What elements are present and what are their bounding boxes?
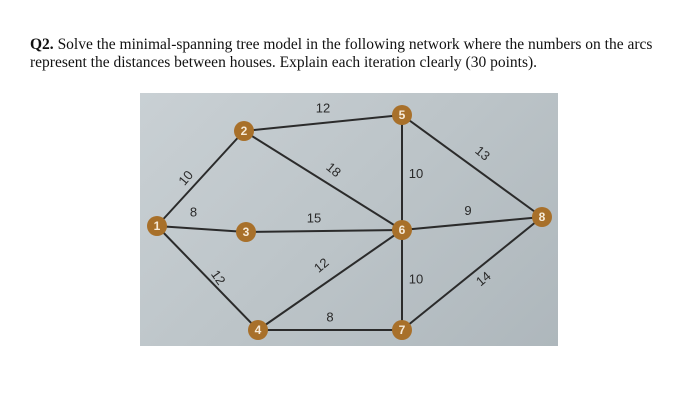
node-1 <box>147 216 167 236</box>
question-text: Q2. Solve the minimal-spanning tree mode… <box>30 36 680 72</box>
edge-weight-1-2: 10 <box>175 167 196 188</box>
edge-weight-5-6: 10 <box>409 166 423 181</box>
node-4 <box>248 320 268 340</box>
node-8 <box>532 207 552 227</box>
edge-7-8 <box>401 216 543 331</box>
question-body: Solve the minimal-spanning tree model in… <box>30 36 653 71</box>
edge-weight-1-4: 12 <box>208 267 229 287</box>
edges <box>156 114 543 331</box>
node-label-2: 2 <box>241 124 248 138</box>
node-3 <box>236 222 256 242</box>
node-label-5: 5 <box>399 108 406 122</box>
edge-5-8 <box>401 114 543 218</box>
edge-4-6 <box>257 229 403 331</box>
node-label-1: 1 <box>154 219 161 233</box>
edge-1-4 <box>156 225 259 331</box>
edge-weight-5-8: 13 <box>472 143 493 164</box>
edge-weight-3-6: 15 <box>307 210 321 225</box>
edge-weight-6-8: 9 <box>464 203 471 218</box>
node-label-3: 3 <box>243 225 250 239</box>
node-label-7: 7 <box>399 323 406 337</box>
edge-weight-1-3: 8 <box>190 204 197 219</box>
node-2 <box>234 121 254 141</box>
node-label-4: 4 <box>255 323 262 337</box>
edge-weight-2-5: 12 <box>316 100 330 115</box>
node-label-8: 8 <box>539 210 546 224</box>
edge-3-6 <box>245 229 403 233</box>
edge-weight-6-7: 10 <box>409 271 423 286</box>
edge-weight-4-7: 8 <box>326 309 333 324</box>
edge-weight-2-6: 18 <box>323 159 344 180</box>
edge-1-2 <box>156 130 245 227</box>
edge-2-5 <box>243 114 403 132</box>
edge-2-6 <box>243 130 403 231</box>
node-7 <box>392 320 412 340</box>
node-label-6: 6 <box>399 223 406 237</box>
edge-6-8 <box>401 216 543 231</box>
question-number: Q2. <box>30 36 54 53</box>
edge-1-3 <box>156 225 247 233</box>
edge-weight-4-6: 12 <box>311 255 332 276</box>
node-5 <box>392 105 412 125</box>
node-6 <box>392 220 412 240</box>
